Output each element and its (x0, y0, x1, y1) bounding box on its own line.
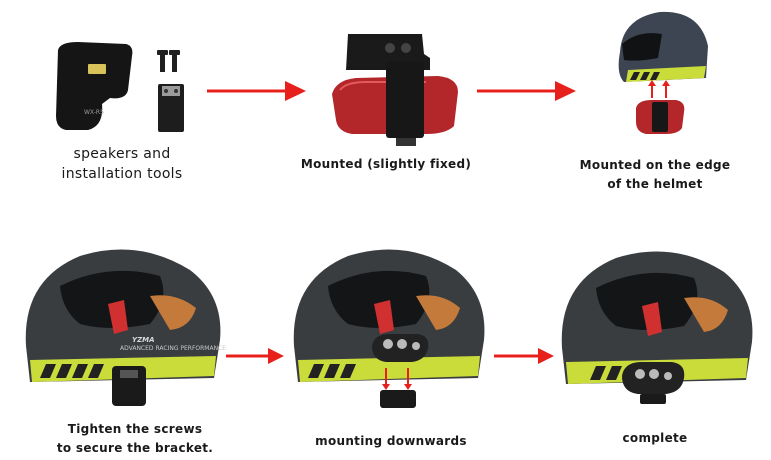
speaker-icon (372, 334, 429, 362)
arrow-right-icon (207, 80, 307, 102)
arrow-right-icon (494, 347, 556, 365)
step-5-illustration (288, 240, 493, 412)
bracket-icon (112, 366, 146, 406)
arrow-right-icon (477, 80, 577, 102)
speaker-icon (622, 362, 685, 404)
down-arrows-icon (382, 368, 412, 390)
up-arrows-icon (648, 80, 670, 98)
screw-icon (157, 50, 180, 72)
helmet-icon (293, 249, 485, 382)
step-1-illustration: WX-R5 (48, 38, 198, 138)
helmet-icon: ADVANCED RACING PERFORMANCE YZMA (25, 249, 226, 382)
helmet-brand: YZMA (132, 336, 155, 344)
device-label: WX-R5 (84, 109, 104, 116)
step-5-caption: mounting downwards (315, 434, 467, 448)
step-6-caption: complete (622, 431, 688, 445)
bracket-icon (158, 84, 184, 132)
step-2-illustration (326, 30, 466, 150)
arrow-right-icon (226, 347, 286, 365)
step-4-caption: Tighten the screws to secure the bracket… (56, 422, 214, 455)
step-3-illustration (608, 4, 716, 144)
helmet-icon (618, 11, 708, 82)
speaker-unit: WX-R5 (56, 42, 133, 130)
helmet-stripe-text: ADVANCED RACING PERFORMANCE (120, 345, 226, 352)
step-1-caption: speakers and installation tools (61, 146, 183, 182)
step-6-illustration (556, 242, 761, 414)
step-3-caption: Mounted on the edge of the helmet (579, 158, 731, 191)
step-4-illustration: ADVANCED RACING PERFORMANCE YZMA (20, 240, 230, 410)
step-2-caption: Mounted (slightly fixed) (300, 157, 472, 171)
